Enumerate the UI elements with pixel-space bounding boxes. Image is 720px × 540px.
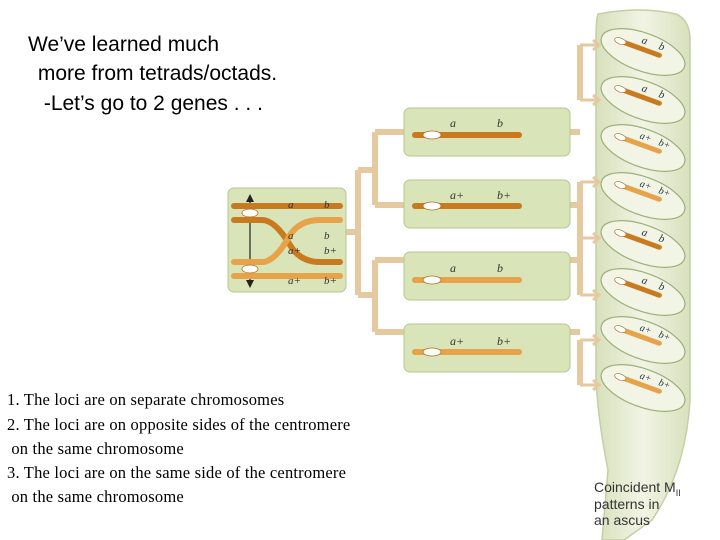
ascus-label-b-5: b xyxy=(657,232,667,245)
title-line-2: more from tetrads/octads. xyxy=(32,62,278,85)
tetrad-label-a-4: a+ xyxy=(288,275,301,287)
ascospore-2: a b xyxy=(600,76,686,124)
ascus-label-a-5: a xyxy=(640,226,650,239)
tetrad-label-b-3: b+ xyxy=(324,245,337,257)
ascus-label-a-6: a xyxy=(640,274,650,287)
ascus-label-b-8: b+ xyxy=(657,377,672,391)
caption-line-2: patterns in xyxy=(594,496,660,512)
list-line-2: 2. The loci are on opposite sides of the… xyxy=(7,415,351,434)
ascus-label-a-8: a+ xyxy=(638,371,653,385)
tetrad-label-b-4: b+ xyxy=(324,275,337,287)
product-label-b-4: b+ xyxy=(497,334,511,348)
ascus-label-b-2: b xyxy=(657,88,667,101)
ascus-label-b-3: b+ xyxy=(657,137,672,151)
list-line-3: on the same chromosome xyxy=(7,439,184,458)
tetrad-label-a-2: a xyxy=(288,230,294,242)
tetrad-label-a-3: a+ xyxy=(288,245,301,257)
product-label-b-1: b xyxy=(497,116,503,130)
ascus-label-a-4: a+ xyxy=(638,179,653,193)
list-line-4: 3. The loci are on the same side of the … xyxy=(7,463,347,482)
ascospore-8: a+ b+ xyxy=(600,364,686,412)
ascus-label-a-3: a+ xyxy=(638,131,653,145)
product-panel-4: a+ b+ xyxy=(403,323,571,373)
product-label-a-3: a xyxy=(450,261,456,275)
product-panel-1: a b xyxy=(403,107,571,157)
caption-line-1: Coincident MII xyxy=(594,479,681,498)
ascus-label-a-2: a xyxy=(640,82,650,95)
product-panel-2: a+ b+ xyxy=(403,179,571,229)
ascospore-7: a+ b+ xyxy=(600,316,686,364)
product-label-a-4: a+ xyxy=(450,334,464,348)
product-label-b-2: b+ xyxy=(497,188,511,202)
ascospore-5: a b xyxy=(600,220,686,268)
ascus-label-a-1: a xyxy=(640,34,650,47)
product-label-a-2: a+ xyxy=(450,188,464,202)
tetrad-label-a-1: a xyxy=(288,199,294,211)
ascus-label-b-7: b+ xyxy=(657,329,672,343)
tetrad-label-b-2: b xyxy=(324,230,330,242)
product-label-b-3: b xyxy=(497,261,503,275)
ascus-label-a-7: a+ xyxy=(638,323,653,337)
product-label-a-1: a xyxy=(450,116,456,130)
ascus-label-b-1: b xyxy=(657,40,667,53)
list-line-1: 1. The loci are on separate chromosomes xyxy=(7,390,285,409)
ascospore-4: a+ b+ xyxy=(600,172,686,220)
ascospore-6: a b xyxy=(600,268,686,316)
ascospore-3: a+ b+ xyxy=(600,124,686,172)
list-line-5: on the same chromosome xyxy=(7,487,184,506)
title-line-3: -Let’s go to 2 genes . . . xyxy=(38,92,263,115)
ascospore-1: a b xyxy=(600,28,686,76)
title-line-1: We’ve learned much xyxy=(28,33,220,56)
caption-line-1-text: Coincident M xyxy=(594,479,676,495)
ascus-label-b-4: b+ xyxy=(657,185,672,199)
tetrad-label-b-1: b xyxy=(324,199,330,211)
caption-line-3: an ascus xyxy=(594,512,651,528)
connector-arrows xyxy=(580,38,602,392)
tetrad-panel: a b a b a+ b+ a+ b+ xyxy=(227,187,347,293)
caption-subscript: II xyxy=(675,487,681,498)
connector-lines xyxy=(345,45,583,385)
ascus-label-b-6: b xyxy=(657,280,667,293)
product-panel-3: a b xyxy=(403,251,571,301)
